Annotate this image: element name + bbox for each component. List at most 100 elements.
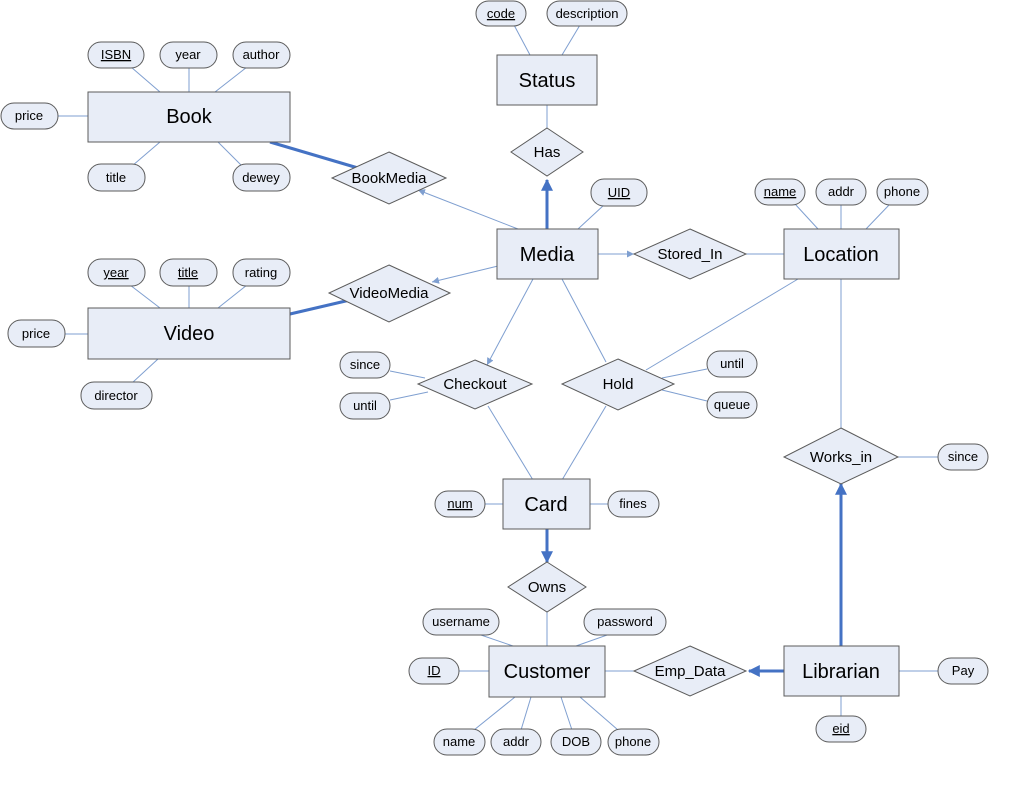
entity-location: Location (783, 228, 900, 280)
relationship-checkout: Checkout (416, 359, 534, 410)
attribute-label-status-code: code (487, 6, 515, 21)
attribute-location-name: name (754, 178, 806, 206)
connector-checkout-until (389, 391, 429, 401)
attribute-status-code: code (475, 0, 527, 27)
connector-customer-phone (579, 696, 619, 731)
attribute-video-rating: rating (232, 258, 291, 287)
attribute-video-year: year (87, 258, 146, 287)
connector-checkout-card (487, 405, 534, 481)
attribute-card-fines: fines (607, 490, 660, 518)
attribute-video-title: title (159, 258, 218, 287)
attribute-book-dewey: dewey (232, 163, 291, 192)
attribute-label-location-phone: phone (884, 184, 920, 199)
connector-book-author (214, 66, 248, 93)
attribute-customer-username: username (422, 608, 500, 636)
attribute-checkout-since: since (339, 351, 391, 379)
connector-media-checkout (486, 278, 534, 366)
entity-label-status: Status (519, 70, 576, 92)
entity-librarian: Librarian (783, 645, 900, 697)
attribute-book-title: title (87, 163, 146, 192)
attribute-label-checkout-since: since (350, 357, 380, 372)
connector-hold-until (661, 368, 708, 379)
entity-label-location: Location (803, 244, 879, 266)
relationship-label-owns: Owns (528, 579, 566, 596)
attribute-location-addr: addr (815, 178, 867, 206)
attribute-customer-dob: DOB (550, 728, 602, 756)
attribute-librarian-eid: eid (815, 715, 867, 743)
attribute-label-video-year: year (103, 265, 129, 280)
entity-card: Card (502, 478, 591, 530)
attribute-label-card-fines: fines (619, 496, 647, 511)
connector-video-director (131, 358, 159, 384)
attribute-book-isbn: ISBN (87, 41, 145, 69)
attribute-label-customer-username: username (432, 614, 490, 629)
attribute-label-hold-until: until (720, 356, 744, 371)
attribute-label-hold-queue: queue (714, 397, 750, 412)
attribute-customer-id: ID (408, 657, 460, 685)
attribute-book-year: year (159, 41, 218, 69)
attribute-customer-phone: phone (607, 728, 660, 756)
connector-video-videomedia (289, 298, 351, 316)
attribute-label-customer-password: password (597, 614, 653, 629)
attribute-label-video-price: price (22, 326, 50, 341)
connector-location-phone (865, 203, 891, 230)
attribute-customer-password: password (583, 608, 667, 636)
attribute-hold-until: until (706, 350, 758, 378)
attribute-label-worksin-since: since (948, 449, 978, 464)
attribute-label-checkout-until: until (353, 398, 377, 413)
relationship-label-checkout: Checkout (443, 376, 507, 393)
attribute-status-description: description (546, 0, 628, 27)
entity-label-card: Card (524, 494, 567, 516)
connector-media-uid (577, 204, 605, 230)
attribute-label-customer-phone: phone (615, 734, 651, 749)
connector-book-bookmedia (269, 140, 359, 170)
connector-hold-card (561, 405, 607, 481)
relationship-owns: Owns (507, 561, 587, 613)
attribute-label-media-uid: UID (608, 185, 630, 200)
attribute-label-customer-name: name (443, 734, 476, 749)
attribute-librarian-pay: Pay (937, 657, 989, 685)
connector-video-rating (217, 284, 248, 309)
connector-media-bookmedia (417, 189, 519, 230)
relationship-label-videomedia: VideoMedia (350, 285, 430, 302)
attribute-label-card-num: num (447, 496, 472, 511)
connector-media-videomedia (431, 265, 499, 284)
attribute-book-author: author (232, 41, 291, 69)
attribute-label-book-price: price (15, 108, 43, 123)
relationship-empdata: Emp_Data (632, 645, 748, 697)
connector-customer-addr (520, 696, 532, 731)
connectors (57, 24, 938, 731)
attribute-worksin-since: since (937, 443, 989, 471)
attribute-label-location-name: name (764, 184, 797, 199)
entity-label-media: Media (520, 244, 575, 266)
relationship-label-bookmedia: BookMedia (351, 170, 427, 187)
connector-customer-dob (560, 696, 573, 731)
relationship-label-has: Has (534, 144, 561, 161)
relationship-label-empdata: Emp_Data (655, 663, 727, 680)
entity-book: Book (87, 91, 291, 143)
attribute-hold-queue: queue (706, 391, 758, 419)
entity-label-video: Video (164, 323, 215, 345)
attribute-label-video-director: director (94, 388, 138, 403)
attribute-video-price: price (7, 319, 66, 348)
connector-book-isbn (130, 66, 161, 93)
connector-checkout-since (389, 370, 426, 379)
attribute-label-librarian-pay: Pay (952, 663, 975, 678)
connector-video-year (129, 284, 161, 309)
entity-label-librarian: Librarian (802, 661, 880, 683)
attribute-label-librarian-eid: eid (832, 721, 849, 736)
connector-location-name (794, 203, 819, 230)
attribute-label-status-description: description (556, 6, 619, 21)
entity-status: Status (496, 54, 598, 106)
relationship-has: Has (510, 127, 584, 177)
connector-location-hold (645, 278, 799, 371)
attribute-location-phone: phone (876, 178, 929, 206)
connector-status-code (513, 24, 531, 56)
relationship-label-storedin: Stored_In (657, 246, 722, 263)
relationship-storedin: Stored_In (632, 228, 748, 280)
relationship-label-hold: Hold (603, 376, 634, 393)
entity-video: Video (87, 307, 291, 360)
attribute-label-book-dewey: dewey (242, 170, 280, 185)
attribute-label-customer-id: ID (428, 663, 441, 678)
